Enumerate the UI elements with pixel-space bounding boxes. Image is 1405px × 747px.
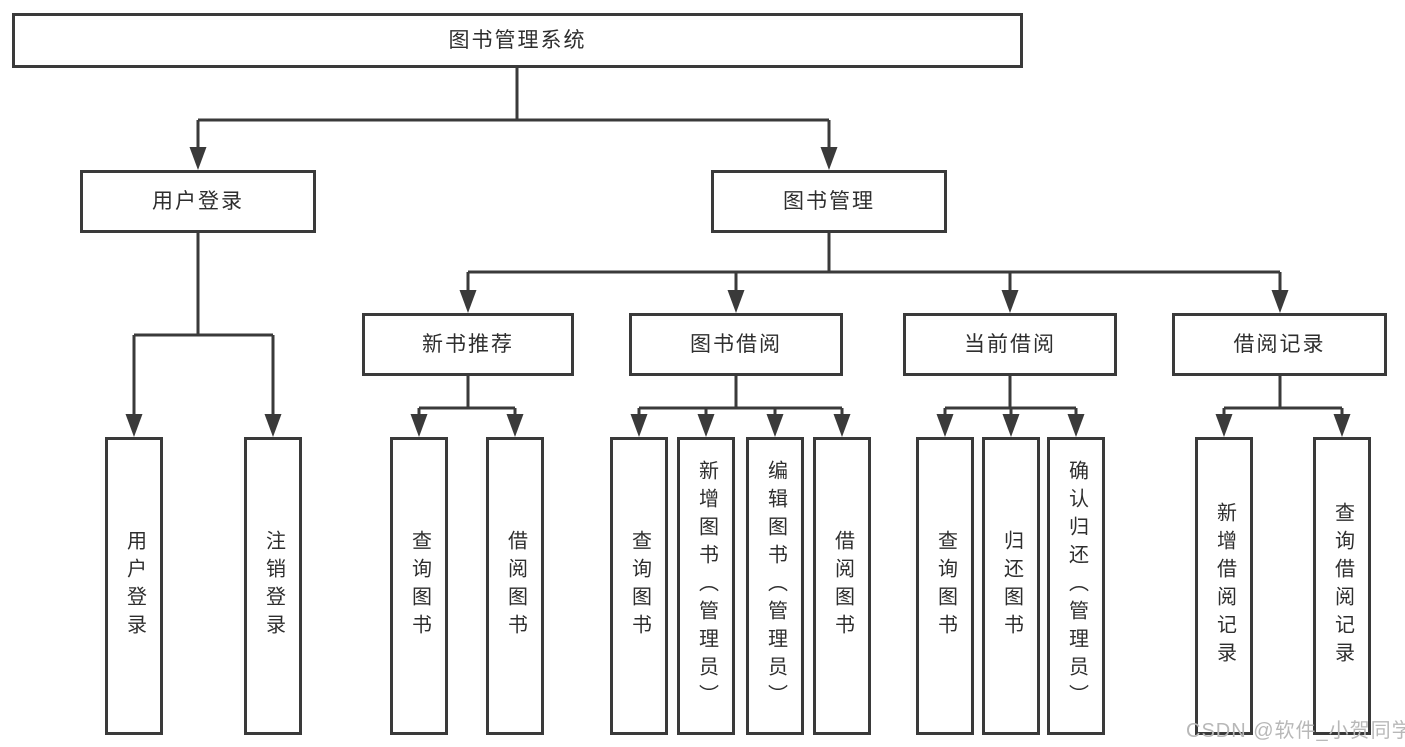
leaf-records-add-record: 新增借阅记录 <box>1195 437 1253 735</box>
node-user-login: 用户登录 <box>80 170 316 233</box>
csdn-watermark: CSDN @软件_小贺同学 <box>1186 720 1405 742</box>
leaf-recommend-borrow-books: 借阅图书 <box>486 437 544 735</box>
leaf-borrow-query-books: 查询图书 <box>610 437 668 735</box>
leaf-records-query-record: 查询借阅记录 <box>1313 437 1371 735</box>
leaf-user-login: 用户登录 <box>105 437 163 735</box>
leaf-borrow-borrow-books: 借阅图书 <box>813 437 871 735</box>
node-root: 图书管理系统 <box>12 13 1023 68</box>
leaf-recommend-query-books: 查询图书 <box>390 437 448 735</box>
leaf-current-return-books: 归还图书 <box>982 437 1040 735</box>
leaf-borrow-edit-books-admin: 编辑图书（管理员） <box>746 437 804 735</box>
leaf-current-confirm-return-admin: 确认归还（管理员） <box>1047 437 1105 735</box>
leaf-borrow-add-books-admin: 新增图书（管理员） <box>677 437 735 735</box>
leaf-current-query-books: 查询图书 <box>916 437 974 735</box>
node-current-borrowing: 当前借阅 <box>903 313 1117 376</box>
node-book-management: 图书管理 <box>711 170 947 233</box>
node-book-borrowing: 图书借阅 <box>629 313 843 376</box>
node-new-book-recommend: 新书推荐 <box>362 313 574 376</box>
node-borrowing-records: 借阅记录 <box>1172 313 1387 376</box>
leaf-logout-login: 注销登录 <box>244 437 302 735</box>
